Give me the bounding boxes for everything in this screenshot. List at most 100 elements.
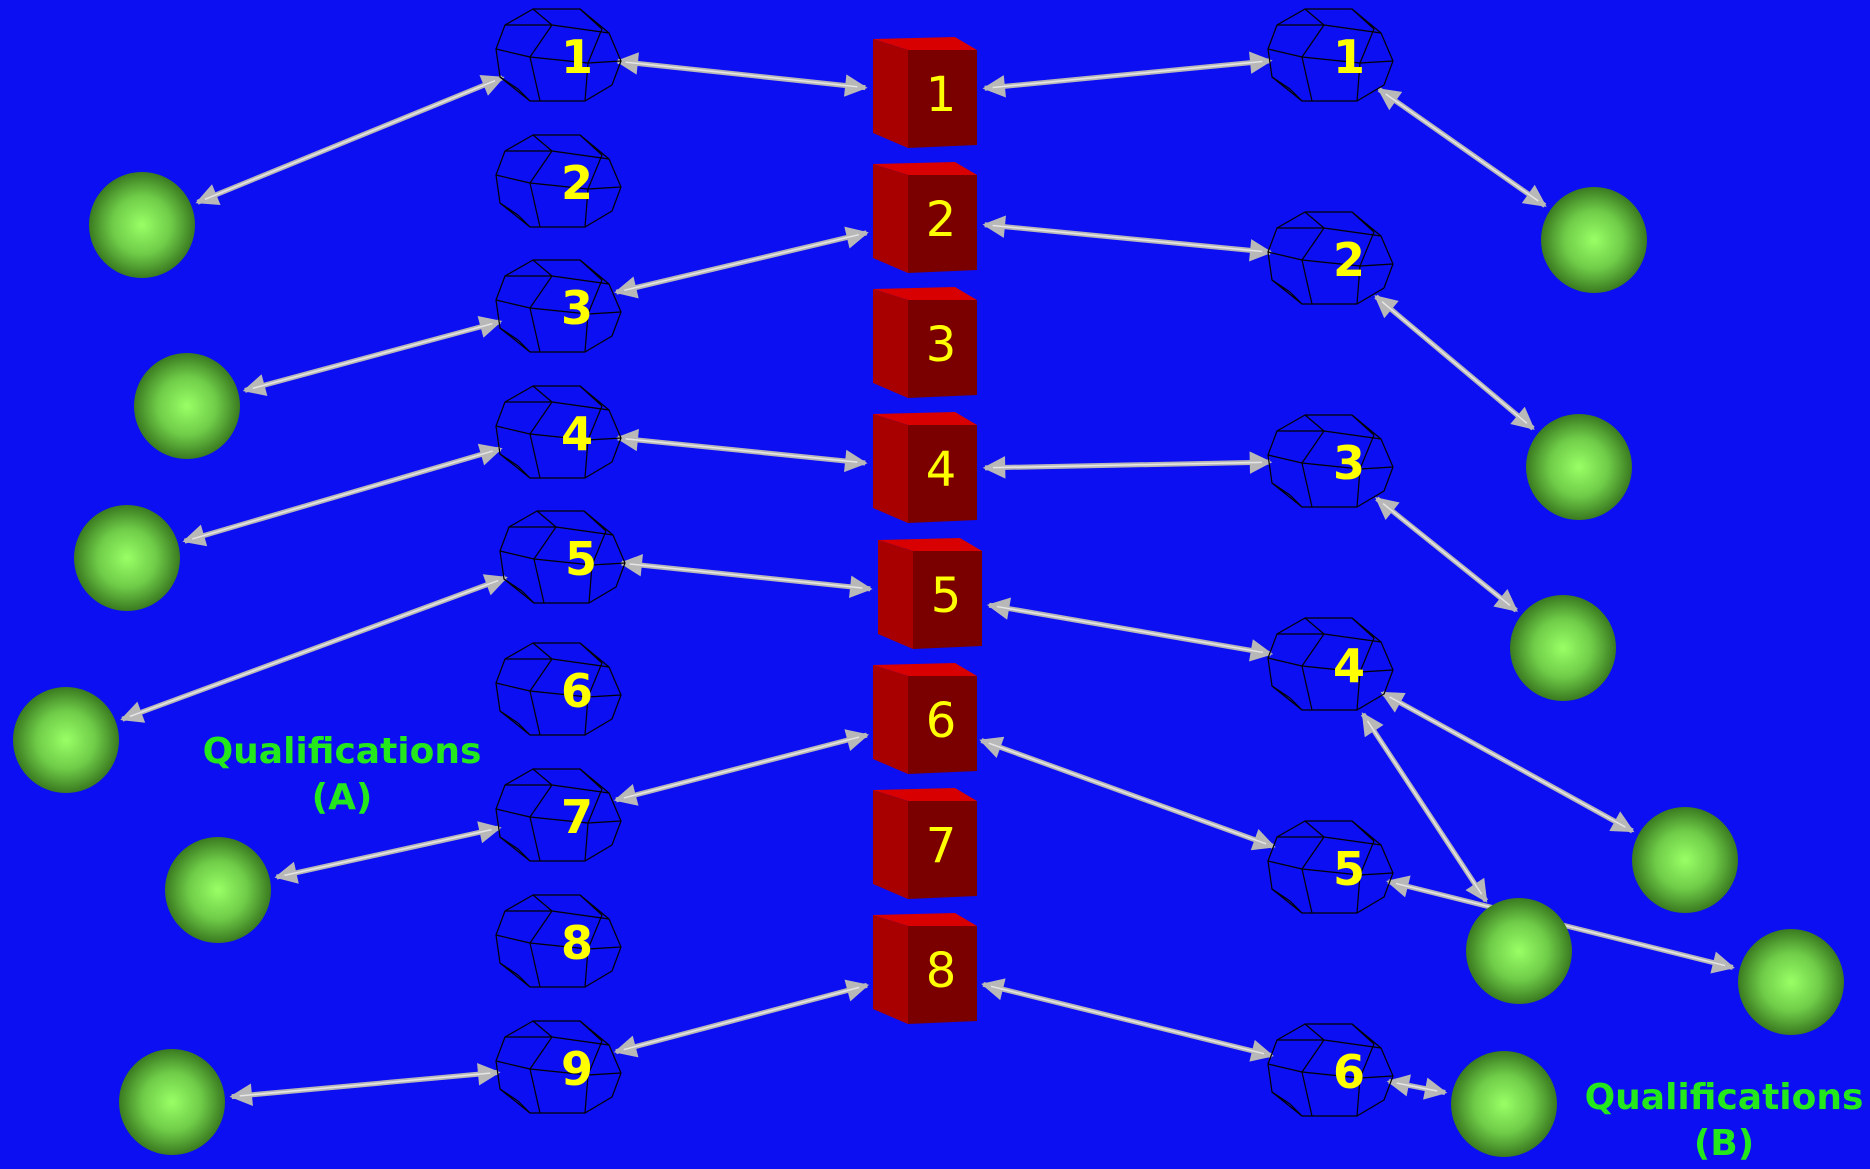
right-sphere-icon <box>1541 187 1647 293</box>
polyhedron-number: 4 <box>1333 639 1365 693</box>
qualifications-b-line2: (B) <box>1694 1123 1754 1164</box>
cube-number: 1 <box>926 67 957 123</box>
right-sphere-icon <box>1451 1051 1557 1157</box>
rhombic-dodecahedron-icon <box>1267 8 1394 102</box>
polyhedron-number: 3 <box>1333 436 1365 490</box>
cube-number: 2 <box>926 192 957 248</box>
polyhedron-number: 9 <box>561 1042 593 1096</box>
double-arrow <box>1380 690 1635 834</box>
red-cube-icon <box>873 663 977 774</box>
right-polyhedron: 4 <box>1267 617 1394 711</box>
double-arrow <box>229 1063 501 1106</box>
rhombic-dodecahedron-icon <box>1267 1023 1394 1117</box>
qualifications-a-line1: Qualifications <box>203 731 482 772</box>
double-arrow <box>1386 1074 1448 1100</box>
rhombic-dodecahedron-icon <box>495 134 622 228</box>
left-polyhedron: 8 <box>495 894 622 988</box>
right-sphere-icon <box>1466 898 1572 1004</box>
left-sphere-icon <box>134 353 240 459</box>
rhombic-dodecahedron-icon <box>495 385 622 479</box>
polyhedron-number: 6 <box>561 664 593 718</box>
rhombic-dodecahedron-icon <box>495 894 622 988</box>
cube-number: 7 <box>926 818 957 874</box>
rhombic-dodecahedron-icon <box>1267 820 1394 914</box>
rhombic-dodecahedron-icon <box>495 1020 622 1114</box>
red-cube-icon <box>873 162 977 273</box>
left-polyhedron: 4 <box>495 385 622 479</box>
sphere-nodes <box>13 172 1844 1157</box>
polyhedron-number: 1 <box>1333 30 1365 84</box>
polyhedron-number: 3 <box>561 281 593 335</box>
cube-number: 4 <box>926 442 957 498</box>
left-polyhedron: 2 <box>495 134 622 228</box>
rhombic-dodecahedron-icon <box>499 510 626 604</box>
polyhedron-nodes: 1 2 3 4 5 6 7 8 9 1 2 3 4 5 6 <box>495 8 1394 1117</box>
cube-node: 6 <box>873 663 977 774</box>
rhombic-dodecahedron-icon <box>1267 617 1394 711</box>
left-sphere-icon <box>13 687 119 793</box>
double-arrow <box>120 574 508 723</box>
red-cube-icon <box>873 913 977 1024</box>
double-arrow <box>615 52 868 97</box>
polyhedron-number: 5 <box>1333 842 1365 896</box>
left-polyhedron: 1 <box>495 8 622 102</box>
rhombic-dodecahedron-icon <box>495 8 622 102</box>
right-polyhedron: 6 <box>1267 1023 1394 1117</box>
left-sphere-icon <box>74 505 180 611</box>
double-arrow <box>182 443 503 547</box>
cube-node: 2 <box>873 162 977 273</box>
left-polyhedron: 5 <box>499 510 626 604</box>
qualifications-a-line2: (A) <box>312 777 373 818</box>
polyhedron-number: 1 <box>561 30 593 84</box>
cube-number: 8 <box>926 943 957 999</box>
cube-number: 5 <box>931 568 962 624</box>
double-arrow <box>615 428 868 473</box>
red-cube-icon <box>873 37 977 148</box>
rhombic-dodecahedron-icon <box>1267 414 1394 508</box>
double-arrow <box>986 597 1274 662</box>
left-polyhedron: 3 <box>495 259 622 353</box>
double-arrow <box>613 979 870 1058</box>
polyhedron-number: 6 <box>1333 1045 1365 1099</box>
double-arrow <box>982 451 1273 479</box>
double-arrow <box>619 554 873 598</box>
cube-node: 7 <box>873 788 977 899</box>
right-polyhedron: 3 <box>1267 414 1394 508</box>
cube-node: 5 <box>878 538 982 649</box>
right-sphere-icon <box>1526 414 1632 520</box>
connection-arrows <box>120 51 1735 1106</box>
cube-node: 3 <box>873 287 977 398</box>
double-arrow <box>982 215 1273 262</box>
double-arrow <box>979 736 1276 851</box>
double-arrow <box>1377 87 1547 208</box>
right-polyhedron: 5 <box>1267 820 1394 914</box>
qualifications-b-line1: Qualifications <box>1585 1077 1864 1118</box>
double-arrow <box>1374 294 1535 431</box>
right-sphere-icon <box>1510 595 1616 701</box>
right-sphere-icon <box>1632 807 1738 913</box>
cube-node: 4 <box>873 412 977 523</box>
double-arrow <box>982 51 1273 98</box>
left-sphere-icon <box>89 172 195 278</box>
polyhedron-number: 2 <box>561 156 593 210</box>
left-polyhedron: 6 <box>495 642 622 736</box>
cube-node: 1 <box>873 37 977 148</box>
polyhedron-number: 8 <box>561 916 593 970</box>
right-polyhedron: 2 <box>1267 211 1394 305</box>
left-sphere-icon <box>119 1049 225 1155</box>
left-sphere-icon <box>165 837 271 943</box>
red-cube-icon <box>873 412 977 523</box>
double-arrow <box>195 74 505 206</box>
cube-number: 6 <box>926 693 957 749</box>
polyhedron-number: 5 <box>565 532 597 586</box>
left-polyhedron: 9 <box>495 1020 622 1114</box>
cube-nodes: 1 2 3 4 5 6 7 8 <box>873 37 982 1024</box>
double-arrow <box>242 316 503 396</box>
rhombic-dodecahedron-icon <box>1267 211 1394 305</box>
right-polyhedron: 1 <box>1267 8 1394 102</box>
double-arrow <box>614 226 869 299</box>
double-arrow <box>1360 712 1489 903</box>
polyhedron-number: 4 <box>561 407 593 461</box>
